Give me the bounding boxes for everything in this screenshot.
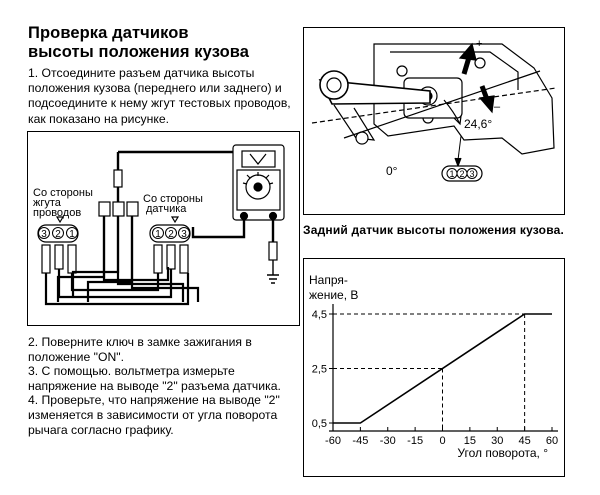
sensor-pin-1: 1 <box>155 229 161 240</box>
voltmeter-display <box>241 150 276 168</box>
voltmeter-body <box>232 144 285 221</box>
figure-caption: Задний датчик высоты положения кузова. <box>303 223 565 237</box>
plus-label: + <box>476 38 482 50</box>
title-line-2: высоты положения кузова <box>28 43 250 61</box>
voltage-series-line-0 <box>333 313 552 424</box>
harness-block-1 <box>98 201 111 217</box>
harness-connector <box>37 224 79 243</box>
voltmeter-panel <box>236 169 281 211</box>
angle-label: 24,6° <box>464 117 492 131</box>
zero-angle-label: 0° <box>386 164 398 178</box>
x-tick-label-1: -45 <box>352 435 368 447</box>
voltmeter-terminal-com <box>239 211 249 221</box>
title-line-1: Проверка датчиков <box>28 24 189 42</box>
sensor-side-label-2: датчика <box>146 203 187 215</box>
steps-2-4: 2. Поверните ключ в замке зажигания в по… <box>28 335 296 437</box>
x-tick-label-0: -60 <box>325 435 341 447</box>
harness-block-3 <box>126 201 139 217</box>
connector-pin-1: 1 <box>449 169 454 179</box>
x-tick-label-2: -30 <box>380 435 396 447</box>
wiring-figure: Со стороны жгута проводов Со стороны дат… <box>27 131 300 326</box>
sensor-pin-2: 2 <box>168 229 174 240</box>
sensor-bracket <box>373 43 555 155</box>
harness-pin-2: 2 <box>55 229 61 240</box>
sensor-drawing: + – 24,6° 0° 1 2 3 <box>311 38 557 182</box>
x-tick-label-8: 60 <box>546 435 558 447</box>
harness-pin-1: 1 <box>69 229 75 240</box>
connector-pin-3: 3 <box>469 169 474 179</box>
harness-side-label-2: жгута <box>33 197 62 209</box>
wiring-diagram: Со стороны жгута проводов Со стороны дат… <box>33 144 285 306</box>
x-axis-label: Угол поворота, ° <box>457 446 548 460</box>
step-3: 3. С помощью. вольтметра измерьте напряж… <box>28 364 281 393</box>
x-tick-label-3: -15 <box>407 435 423 447</box>
harness-side-label-1: Со стороны <box>33 187 93 199</box>
step-2: 2. Поверните ключ в замке зажигания в по… <box>28 335 252 364</box>
harness-pin-3: 3 <box>41 229 47 240</box>
harness-block-2 <box>112 201 125 217</box>
minus-label: – <box>494 101 501 113</box>
x-tick-label-7: 45 <box>519 435 531 447</box>
step-1-text: 1. Отсоедините разъем датчика высоты пол… <box>28 66 296 127</box>
sensor-pin-3: 3 <box>181 229 187 240</box>
y-axis-label-2: жение, В <box>309 288 358 302</box>
harness-side-label-3: проводов <box>33 207 81 219</box>
y-tick-label-2: 4,5 <box>312 309 327 321</box>
x-tick-label-5: 15 <box>464 435 476 447</box>
y-tick-label-1: 2,5 <box>312 364 327 376</box>
y-axis-label-1: Напря- <box>309 273 348 287</box>
sensor-figure: + – 24,6° 0° 1 2 3 <box>303 27 565 215</box>
voltage-chart-svg: Напря- жение, В Угол поворота, ° -60-45-… <box>309 273 558 460</box>
section-title: Проверка датчиков высоты положения кузов… <box>28 24 298 62</box>
connector-pin-2: 2 <box>459 169 464 179</box>
x-tick-label-6: 30 <box>491 435 503 447</box>
x-tick-label-4: 0 <box>439 435 445 447</box>
voltmeter-terminal-v <box>268 211 278 221</box>
voltage-chart: Напря- жение, В Угол поворота, ° -60-45-… <box>303 258 565 477</box>
step-4: 4. Проверьте, что напряжение на выводе "… <box>28 393 280 437</box>
y-tick-label-0: 0,5 <box>312 418 327 430</box>
sensor-connector <box>149 224 191 243</box>
step-1: 1. Отсоедините разъем датчика высоты пол… <box>28 66 291 126</box>
sensor-side-label-1: Со стороны <box>143 193 203 205</box>
